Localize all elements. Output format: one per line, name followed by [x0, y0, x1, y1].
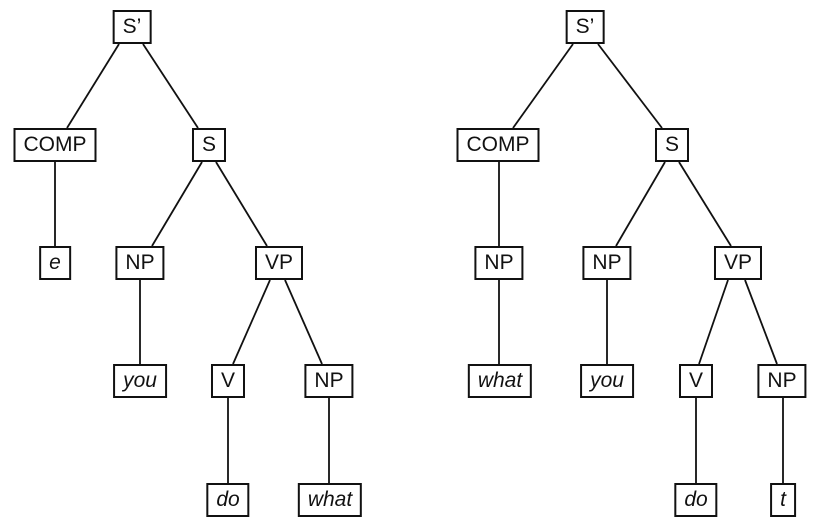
node-s-bar-left: S’: [112, 10, 152, 44]
edge-s-vp: [215, 161, 268, 247]
node-np-object-right: NP: [757, 364, 807, 398]
edge-s-np-r: [615, 161, 666, 247]
node-comp-left: COMP: [13, 128, 97, 162]
edge-sbar-comp-r: [512, 43, 574, 129]
node-np-subject-left: NP: [115, 246, 165, 280]
node-what-right: what: [467, 364, 533, 398]
edge-sbar-comp: [66, 43, 120, 129]
node-np-object-left: NP: [304, 364, 354, 398]
edge-s-np: [151, 161, 203, 247]
node-you-right: you: [580, 364, 634, 398]
node-do-left: do: [206, 483, 250, 517]
node-vp-left: VP: [254, 246, 304, 280]
edge-vp-v: [232, 279, 271, 365]
edge-sbar-s-r: [597, 43, 663, 129]
node-s-left: S: [191, 128, 227, 162]
node-e-left: e: [39, 246, 71, 280]
node-s-right: S: [654, 128, 690, 162]
node-you-left: you: [113, 364, 167, 398]
node-np-subject-right: NP: [582, 246, 632, 280]
node-what-left: what: [297, 483, 363, 517]
node-do-right: do: [674, 483, 718, 517]
edge-s-vp-r: [678, 161, 732, 247]
edge-vp-np: [284, 279, 323, 365]
node-vp-right: VP: [713, 246, 763, 280]
node-comp-right: COMP: [456, 128, 540, 162]
node-s-bar-right: S’: [565, 10, 605, 44]
node-t-right: t: [770, 483, 796, 517]
node-np-comp-right: NP: [474, 246, 524, 280]
edge-vp-np-r: [744, 279, 778, 365]
node-v-right: V: [678, 364, 714, 398]
edge-vp-v-r: [698, 279, 729, 365]
node-v-left: V: [210, 364, 246, 398]
edge-sbar-s: [142, 43, 199, 129]
